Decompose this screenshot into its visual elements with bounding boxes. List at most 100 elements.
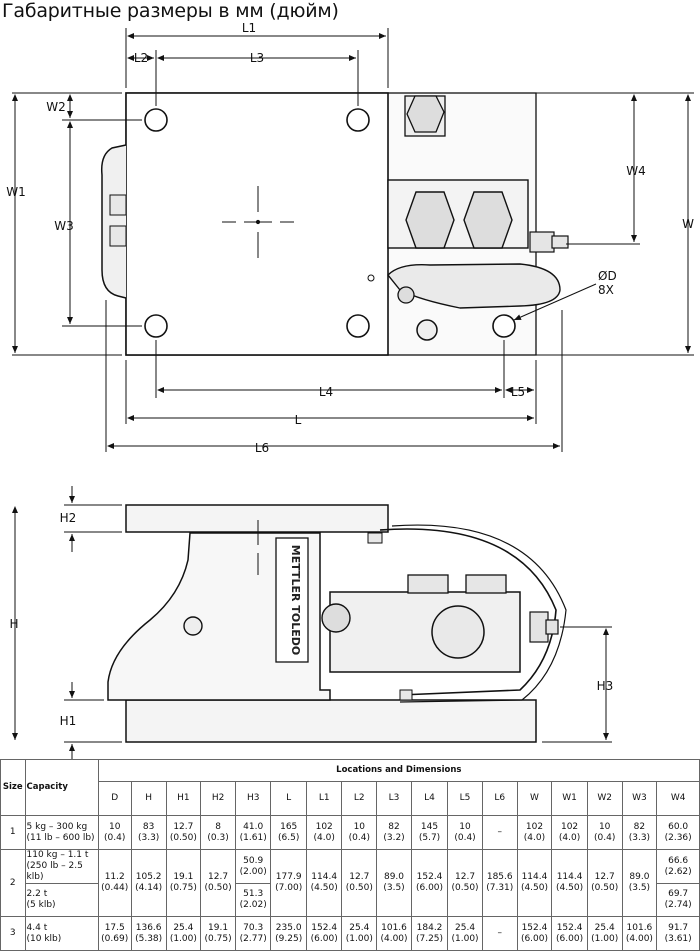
label-w2: W2 [46,100,66,114]
table-cell: 152.4(6.00) [516,916,553,951]
column-header: H2 [200,781,236,816]
table-cell: 235.0(9.25) [270,916,307,951]
table-cell: 69.7(2.74) [656,883,700,917]
column-header: W4 [656,781,700,816]
table-cell: 136.6(5.38) [130,916,167,951]
table-cell: 8(0.3) [200,815,236,850]
top-view-labels: L1 L2 L3 W2 W1 W3 W4 W L4 L5 L L6 ØD 8X [6,21,694,455]
table-cell: 10(0.4) [97,815,132,850]
column-header: H1 [165,781,202,816]
table-cell: 12.7(0.50) [586,849,623,917]
capacity-cell: 2.2 t(5 klb) [24,883,99,917]
label-l5: L5 [511,385,525,399]
header-group: Locations and Dimensions [97,759,700,782]
header-size: Size [0,759,26,816]
table-cell: 60.0(2.36) [656,815,700,850]
label-h3: H3 [597,679,614,693]
table-cell: 17.5(0.69) [97,916,132,951]
page-title: Габаритные размеры в мм (дюйм) [2,0,339,22]
capacity-cell: 110 kg – 1.1 t(250 lb – 2.5 klb) [24,849,99,884]
table-cell: 82(3.3) [621,815,658,850]
label-l: L [295,413,302,427]
top-view-dimensions [12,28,694,452]
table-cell: 12.7(0.50) [341,849,378,917]
column-header: D [97,781,132,816]
table-cell: 114.4(4.50) [551,849,588,917]
table-cell: 12.7(0.50) [165,815,202,850]
table-cell: 25.4(1.00) [586,916,623,951]
label-w4: W4 [626,164,646,178]
label-l1: L1 [242,21,256,35]
column-header: L2 [341,781,378,816]
table-cell: 50.9(2.00) [234,849,272,884]
table-cell: 102(4.0) [551,815,588,850]
label-w3: W3 [54,219,74,233]
table-row: 2.2 t(5 klb) 51.3(2.02) 69.7(2.74) [1,883,700,917]
table-cell: 51.3(2.02) [234,883,272,917]
table-cell: 82(3.2) [376,815,412,850]
label-d: ØD [598,269,617,283]
side-view-labels: H2 H H1 H3 [9,511,613,728]
column-header: L1 [305,781,343,816]
table-cell: 66.6(2.62) [656,849,700,884]
column-header: H3 [234,781,272,816]
column-header: L4 [410,781,449,816]
table-cell: 184.2(7.25) [410,916,449,951]
table-cell: 89.0(3.5) [376,849,412,917]
table-cell: 152.4(6.00) [551,916,588,951]
table-cell: 152.4(6.00) [410,849,449,917]
column-header: L3 [376,781,412,816]
size-cell: 2 [0,849,26,917]
table-cell: 41.0(1.61) [234,815,272,850]
column-header: L5 [447,781,483,816]
brand-label: METTLER TOLEDO [289,545,302,655]
table-cell: – [481,916,518,951]
capacity-cell: 5 kg – 300 kg(11 lb – 600 lb) [24,815,99,850]
table-cell: 165(6.5) [270,815,307,850]
table-cell: 10(0.4) [447,815,483,850]
label-w: W [682,217,694,231]
table-cell: 102(4.0) [305,815,343,850]
label-l3: L3 [250,51,264,65]
label-w1: W1 [6,185,26,199]
table-cell: 12.7(0.50) [200,849,236,917]
column-header: W3 [621,781,658,816]
side-view [107,504,567,743]
table-cell: 102(4.0) [516,815,553,850]
column-header: H [130,781,167,816]
column-header: W [516,781,553,816]
label-l6: L6 [255,441,269,455]
capacity-cell: 4.4 t(10 klb) [24,916,99,951]
table-cell: 70.3(2.77) [234,916,272,951]
header-capacity: Capacity [24,759,99,816]
table-cell: 89.0(3.5) [621,849,658,917]
table-cell: 185.6(7.31) [481,849,518,917]
column-header: L6 [481,781,518,816]
table-cell: 101.6(4.00) [376,916,412,951]
table-cell: 11.2(0.44) [97,849,132,917]
label-l2: L2 [134,51,148,65]
column-header: L [270,781,307,816]
top-view [100,92,569,356]
side-view-dimensions [12,486,612,760]
table-cell: 105.2(4.14) [130,849,167,917]
table-cell: 83(3.3) [130,815,167,850]
table-cell: 25.4(1.00) [165,916,202,951]
table-cell: 114.4(4.50) [305,849,343,917]
size-cell: 1 [0,815,26,850]
table-cell: 10(0.4) [586,815,623,850]
table-cell: 114.4(4.50) [516,849,553,917]
table-cell: 145(5.7) [410,815,449,850]
size-cell: 3 [0,916,26,951]
column-header: W2 [586,781,623,816]
table-cell: 25.4(1.00) [341,916,378,951]
technical-drawing: L1 L2 L3 W2 W1 W3 W4 W L4 L5 L L6 ØD 8X [6,21,694,760]
label-h1: H1 [60,714,77,728]
table-cell: 19.1(0.75) [165,849,202,917]
table-cell: 177.9(7.00) [270,849,307,917]
label-h: H [9,617,18,631]
